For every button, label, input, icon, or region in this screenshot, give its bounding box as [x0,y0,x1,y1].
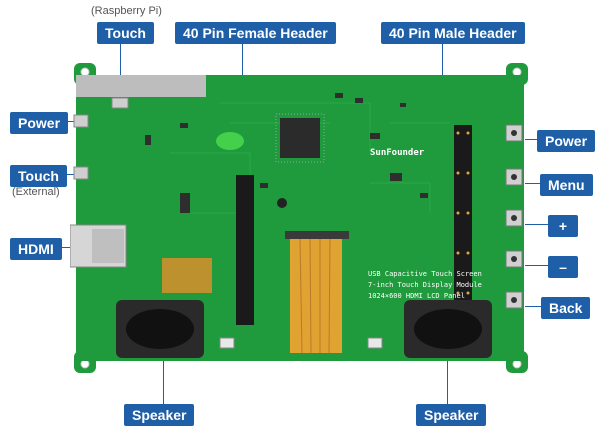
leader-touch-rpi [120,42,121,100]
touch-external-port [73,166,89,180]
leader-power-right [525,139,537,140]
female-header-label: 40 Pin Female Header [175,22,336,44]
usb-touch-port [111,97,129,109]
hdmi-label: HDMI [10,238,62,260]
back-label: Back [541,297,591,319]
brand-text: SunFounder [370,148,425,158]
green-sticker [216,132,244,150]
leader-touch-external [65,174,75,175]
leader-hdmi [60,247,75,248]
spec-line-3: 1024×600 HDMI LCD Panel [368,292,465,300]
leader-speaker-left [163,358,164,404]
main-ic-chip [280,118,320,158]
leader-plus [525,224,548,225]
leader-back [525,306,541,307]
power-right-label: Power [537,130,596,152]
plus-label: + [548,215,578,237]
speaker-left-label: Speaker [124,404,195,426]
leader-menu [525,183,540,184]
leader-speaker-right [447,358,448,404]
lcd-driver-board: SunFounder USB Capacitive Touch Screen 7… [70,63,528,373]
spec-line-2: 7-inch Touch Display Module [368,281,482,289]
touch-external-label: Touch [10,165,67,187]
power-left-label: Power [10,112,69,134]
spec-line-1: USB Capacitive Touch Screen [368,270,482,278]
raspberry-pi-note: (Raspberry Pi) [91,5,162,17]
leader-minus [525,265,548,266]
power-port [73,114,89,128]
leader-power-left [65,121,75,122]
speaker-right-label: Speaker [416,404,487,426]
fpc-ribbon [290,239,342,353]
external-note: (External) [12,186,60,198]
female-header [236,175,254,325]
touch-rpi-label: Touch [97,22,154,44]
menu-label: Menu [540,174,593,196]
minus-label: – [548,256,578,278]
male-header-label: 40 Pin Male Header [381,22,525,44]
